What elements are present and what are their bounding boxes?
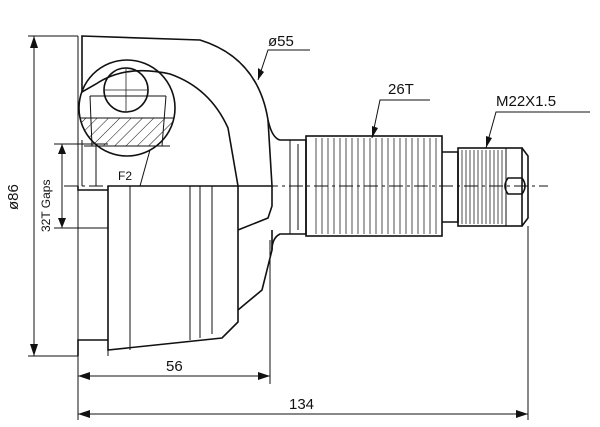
- bell-length-label: 56: [166, 358, 183, 375]
- bell-diameter-label: ø55: [268, 33, 294, 50]
- total-length-label: 134: [289, 396, 314, 413]
- thread-stub: [442, 147, 529, 227]
- housing-body: [77, 36, 273, 356]
- leader-lines: [112, 49, 590, 187]
- neck: [267, 119, 307, 251]
- bell-housing: [81, 35, 273, 187]
- dimension-lines: [28, 35, 529, 420]
- outer-diameter-label: ø86: [5, 184, 22, 210]
- inner-spline-label: 32T Gaps: [39, 180, 53, 232]
- outer-spline-label: 26T: [388, 81, 414, 98]
- inner-race: [78, 59, 176, 157]
- thread-label: M22X1.5: [496, 93, 556, 110]
- callout-label: F2: [118, 169, 132, 183]
